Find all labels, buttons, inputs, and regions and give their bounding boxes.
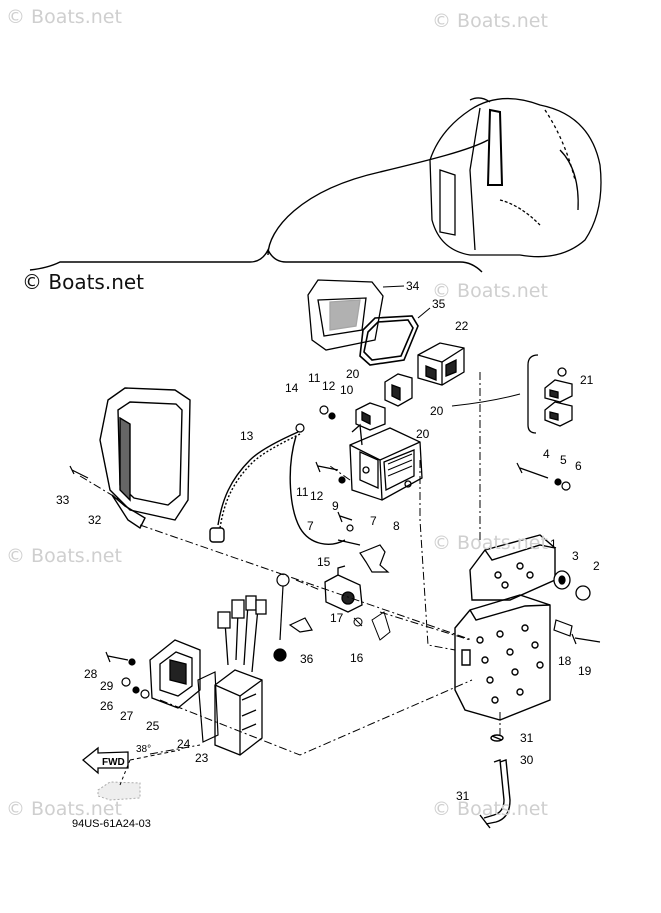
part-32-housing — [99, 387, 191, 530]
label-8: 8 — [393, 519, 400, 533]
label-4: 4 — [543, 447, 550, 461]
label-12: 12 — [322, 379, 336, 393]
watermark-lower-right: © Boats.net — [432, 532, 548, 554]
label-31: 31 — [520, 731, 534, 745]
part-8-bracket — [359, 544, 390, 573]
part-21-detail — [527, 354, 573, 434]
part-13-harness — [209, 431, 346, 545]
part-18-19 — [553, 619, 601, 645]
small-fasteners — [69, 405, 571, 546]
part-35-gasket — [359, 315, 419, 366]
label-32: 32 — [88, 513, 102, 527]
label-20-b: 20 — [430, 404, 444, 418]
angle-label: 38° — [136, 744, 151, 755]
label-5: 5 — [560, 453, 567, 467]
label-3: 3 — [572, 549, 579, 563]
callout-bracket — [29, 139, 489, 273]
watermark-mid-right: © Boats.net — [432, 280, 548, 302]
label-17: 17 — [330, 611, 344, 625]
label-19: 19 — [578, 664, 592, 678]
part-16-bracket — [371, 611, 391, 641]
part-number-labels: 34 35 22 20 20 20 21 14 11 12 10 13 4 5 … — [56, 279, 600, 803]
label-13: 13 — [240, 429, 254, 443]
fasteners-26-29 — [105, 651, 150, 699]
engine-outline — [429, 97, 602, 258]
part-24-bracket — [197, 671, 219, 743]
label-7-b: 7 — [370, 514, 377, 528]
part-15-relay — [324, 565, 363, 613]
label-34: 34 — [406, 279, 420, 293]
label-21: 21 — [580, 373, 594, 387]
label-7: 7 — [307, 519, 314, 533]
label-28: 28 — [84, 667, 98, 681]
part-2-3-grommet — [553, 570, 591, 601]
label-20: 20 — [346, 367, 360, 381]
fwd-arrow: FWD 38° — [81, 744, 181, 801]
part-30-tube — [479, 734, 511, 829]
part-1-box — [454, 534, 556, 721]
label-16: 16 — [350, 651, 364, 665]
fwd-label: FWD — [102, 757, 125, 768]
part-25-holder — [149, 639, 201, 709]
part-20-clip-lower — [355, 402, 386, 431]
label-35: 35 — [432, 297, 446, 311]
part-34-cover — [307, 279, 384, 351]
label-26: 26 — [100, 699, 114, 713]
part-36-wire — [273, 573, 313, 662]
label-12-b: 12 — [310, 489, 324, 503]
label-29: 29 — [100, 679, 114, 693]
part-22-relay — [417, 342, 465, 386]
label-30: 30 — [520, 753, 534, 767]
watermark-lower-left: © Boats.net — [6, 545, 122, 567]
label-22: 22 — [455, 319, 469, 333]
watermark-bottom-left: © Boats.net — [6, 798, 122, 820]
watermark-top-left: © Boats.net — [6, 6, 122, 28]
label-1: 1 — [550, 537, 557, 551]
part-20-clip-upper — [384, 373, 413, 407]
label-11-b: 11 — [296, 485, 309, 499]
label-27: 27 — [120, 709, 134, 723]
label-2: 2 — [593, 559, 600, 573]
label-18: 18 — [558, 654, 572, 668]
part-9-block — [349, 423, 423, 501]
label-31-b: 31 — [456, 789, 470, 803]
diagram-code: 94US-61A24-03 — [72, 818, 151, 830]
watermark-top-right: © Boats.net — [432, 10, 548, 32]
label-15: 15 — [317, 555, 331, 569]
label-10: 10 — [340, 383, 354, 397]
label-36: 36 — [300, 652, 314, 666]
label-9: 9 — [332, 499, 339, 513]
part-23-cdi-unit — [214, 595, 267, 756]
watermark-bottom-right: © Boats.net — [432, 798, 548, 820]
label-24: 24 — [177, 737, 191, 751]
label-33: 33 — [56, 493, 70, 507]
label-25: 25 — [146, 719, 160, 733]
label-23: 23 — [195, 751, 209, 765]
watermark-main: © Boats.net — [22, 270, 145, 294]
label-14: 14 — [285, 381, 299, 395]
label-11: 11 — [308, 371, 321, 385]
label-6: 6 — [575, 459, 582, 473]
part-17-screw — [353, 617, 363, 627]
label-20-c: 20 — [416, 427, 430, 441]
leader-lines — [79, 372, 501, 756]
